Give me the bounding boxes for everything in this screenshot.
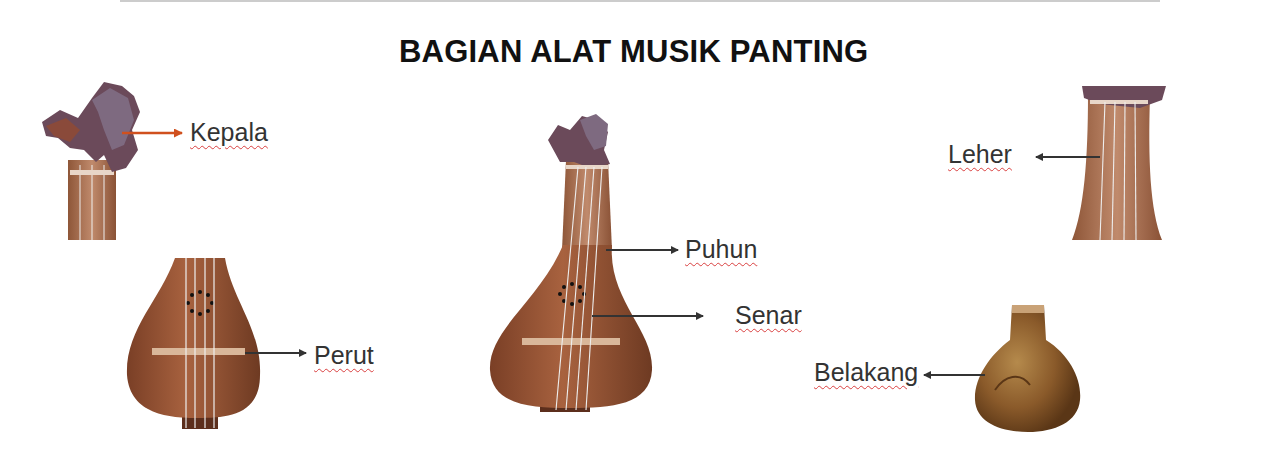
leader-line xyxy=(606,249,678,251)
head-crop xyxy=(42,82,140,240)
back-crop xyxy=(975,305,1080,432)
part-label: Leher xyxy=(948,140,1012,169)
part-label: Puhun xyxy=(685,235,757,264)
leader-line xyxy=(122,132,182,135)
diagram-title: BAGIAN ALAT MUSIK PANTING xyxy=(399,34,868,70)
belly-crop xyxy=(127,258,260,429)
part-label: Perut xyxy=(314,341,374,370)
neck-crop xyxy=(1072,86,1166,240)
leader-line xyxy=(592,315,703,317)
part-label: Belakang xyxy=(814,358,918,387)
part-label: Kepala xyxy=(190,118,268,147)
part-label: Senar xyxy=(735,301,802,330)
leader-line xyxy=(1036,156,1100,158)
top-rule xyxy=(120,0,1160,2)
leader-line xyxy=(924,374,985,376)
panting-instrument xyxy=(490,114,652,412)
leader-line xyxy=(245,352,306,354)
